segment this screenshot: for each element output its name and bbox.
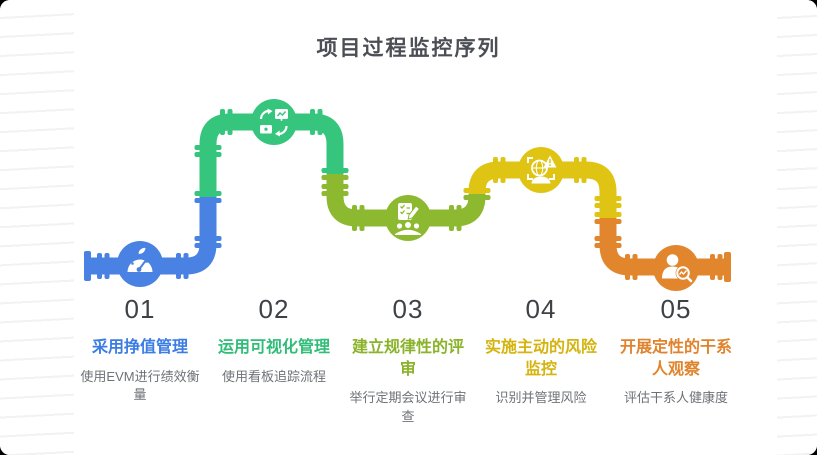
- step-number: 02: [258, 294, 290, 324]
- step-column-2: 02 运用可视化管理 使用看板追踪流程: [212, 296, 336, 386]
- pipe-segments: [84, 113, 727, 276]
- background-stripes-left: [0, 0, 74, 455]
- step-description: 评估干系人健康度: [623, 390, 728, 406]
- step-number: 03: [392, 294, 424, 324]
- step-description: 举行定期会议进行审查: [349, 390, 467, 425]
- stakeholder-observe-icon: [662, 254, 693, 283]
- step-title: 开展定性的干系人观察: [619, 339, 732, 378]
- step-title: 采用挣值管理: [91, 339, 188, 356]
- node-2: [251, 99, 297, 145]
- background-stripes-right: [777, 0, 817, 455]
- step-title: 实施主动的风险监控: [484, 339, 597, 378]
- node-1: [117, 241, 163, 287]
- step-description: 识别并管理风险: [495, 390, 587, 406]
- step-title: 建立规律性的评审: [351, 339, 464, 378]
- pipe-flanges-orange: [594, 219, 731, 282]
- gauge-icon: [127, 247, 153, 272]
- step-column-3: 03 建立规律性的评审 举行定期会议进行审查: [346, 296, 470, 427]
- step-description: 使用看板追踪流程: [221, 368, 326, 384]
- step-number: 05: [660, 294, 692, 324]
- screens-sync-icon: [259, 108, 288, 137]
- pipe-flanges-olive: [321, 175, 491, 231]
- review-checklist-icon: [395, 203, 421, 235]
- step-column-1: 01 采用挣值管理 使用EVM进行绩效衡量: [78, 296, 202, 405]
- pipe-flanges-yellow: [463, 157, 622, 217]
- risk-radar-icon: [527, 155, 557, 184]
- pipe-flanges-green: [194, 109, 349, 196]
- node-5: [653, 245, 699, 291]
- step-column-4: 04 实施主动的风险监控 识别并管理风险: [479, 296, 603, 408]
- step-column-5: 05 开展定性的干系人观察 评估干系人健康度: [614, 296, 738, 408]
- step-description: 使用EVM进行绩效衡量: [80, 368, 200, 403]
- node-2-circle: [251, 99, 297, 145]
- step-title: 运用可视化管理: [217, 339, 330, 356]
- step-number: 04: [525, 294, 557, 324]
- pipe-flanges-blue: [84, 198, 222, 281]
- node-4-circle: [518, 147, 564, 193]
- node-4: [518, 147, 564, 193]
- step-number: 01: [124, 294, 156, 324]
- node-3: [385, 195, 431, 241]
- page-title: 项目过程监控序列: [316, 37, 501, 60]
